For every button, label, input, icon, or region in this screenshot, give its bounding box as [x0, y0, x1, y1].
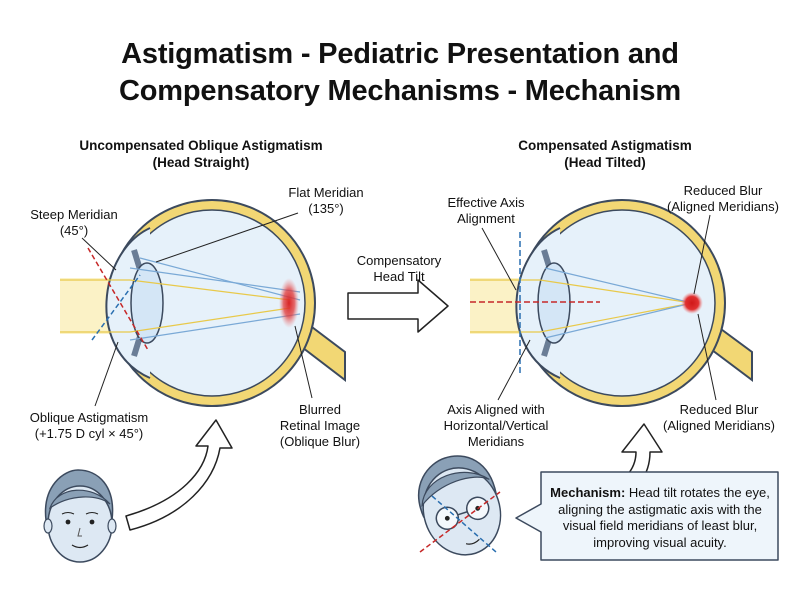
child-face-straight: [43, 469, 117, 563]
right-panel-header: Compensated Astigmatism (Head Tilted): [470, 137, 740, 171]
blurred-image-label-line-3: (Oblique Blur): [279, 434, 361, 449]
oblique-astigmatism-label: Oblique Astigmatism (+1.75 D cyl × 45°): [14, 410, 164, 442]
steep-meridian-label-line-2: (45°): [59, 223, 89, 238]
left-leader-lines: [81, 212, 313, 407]
head-tilt-label: Compensatory Head Tilt: [346, 253, 452, 285]
reduced-blur-top-label: Reduced Blur (Aligned Meridians): [658, 183, 788, 215]
right-header-line-1: Compensated Astigmatism: [518, 138, 692, 153]
blurred-image-label: Blurred Retinal Image (Oblique Blur): [270, 402, 370, 450]
blurred-image-label-line-1: Blurred: [299, 402, 341, 417]
effective-axis-label: Effective Axis Alignment: [426, 195, 546, 227]
left-light-rays: [60, 257, 301, 341]
compensatory-arrow: [347, 279, 449, 333]
reduced-blur-top-label-line-1: Reduced Blur: [683, 183, 763, 198]
axis-aligned-label-line-2: Horizontal/Vertical: [443, 418, 549, 433]
left-header-line-1: Uncompensated Oblique Astigmatism: [79, 138, 323, 153]
left-flat-meridian-line: [91, 274, 141, 341]
steep-meridian-label-line-1: Steep Meridian: [30, 207, 118, 222]
flat-meridian-label: Flat Meridian (135°): [266, 185, 386, 217]
callout-box: [515, 471, 779, 561]
left-curved-arrow: [125, 419, 233, 531]
flat-meridian-label-line-2: (135°): [308, 201, 344, 216]
page-title: Astigmatism - Pediatric Presentation and…: [0, 36, 800, 110]
right-light-rays: [470, 267, 693, 339]
left-eye: [60, 199, 346, 407]
left-panel-header: Uncompensated Oblique Astigmatism (Head …: [56, 137, 346, 171]
mechanism-callout: Mechanism: Head tilt rotates the eye, al…: [541, 476, 779, 571]
flat-meridian-label-line-1: Flat Meridian: [288, 185, 364, 200]
oblique-astigmatism-label-line-2: (+1.75 D cyl × 45°): [34, 426, 144, 441]
callout-heading: Mechanism:: [550, 485, 626, 500]
child-face-tilted: [418, 455, 502, 556]
steep-meridian-label: Steep Meridian (45°): [14, 207, 134, 239]
axis-aligned-label-line-1: Axis Aligned with: [447, 402, 545, 417]
title-line-1: Astigmatism - Pediatric Presentation and: [121, 38, 679, 70]
right-eye: [470, 199, 753, 407]
head-tilt-label-line-2: Head Tilt: [373, 269, 425, 284]
right-leader-lines: [481, 214, 717, 401]
reduced-blur-bottom-label: Reduced Blur (Aligned Meridians): [654, 402, 784, 434]
left-header-line-2: (Head Straight): [152, 155, 250, 170]
left-blur-spot: [279, 278, 299, 328]
head-tilt-label-line-1: Compensatory: [356, 253, 442, 268]
blurred-image-label-line-2: Retinal Image: [279, 418, 361, 433]
left-steep-meridian-line: [87, 247, 149, 351]
reduced-blur-bottom-label-line-2: (Aligned Meridians): [663, 418, 775, 433]
axis-aligned-label: Axis Aligned with Horizontal/Vertical Me…: [426, 402, 566, 450]
tilted-face-blue-axis: [431, 495, 497, 553]
title-line-2: Compensatory Mechanisms - Mechanism: [119, 75, 681, 107]
effective-axis-label-line-1: Effective Axis: [447, 195, 525, 210]
effective-axis-label-line-2: Alignment: [457, 211, 515, 226]
right-focus-dot: [681, 292, 703, 314]
tilted-face-red-axis: [419, 491, 501, 553]
right-header-line-2: (Head Tilted): [564, 155, 646, 170]
reduced-blur-bottom-label-line-1: Reduced Blur: [679, 402, 759, 417]
reduced-blur-top-label-line-2: (Aligned Meridians): [667, 199, 779, 214]
axis-aligned-label-line-3: Meridians: [467, 434, 525, 449]
oblique-astigmatism-label-line-1: Oblique Astigmatism: [29, 410, 149, 425]
callout-text: Head tilt rotates the eye, aligning the …: [558, 485, 770, 550]
